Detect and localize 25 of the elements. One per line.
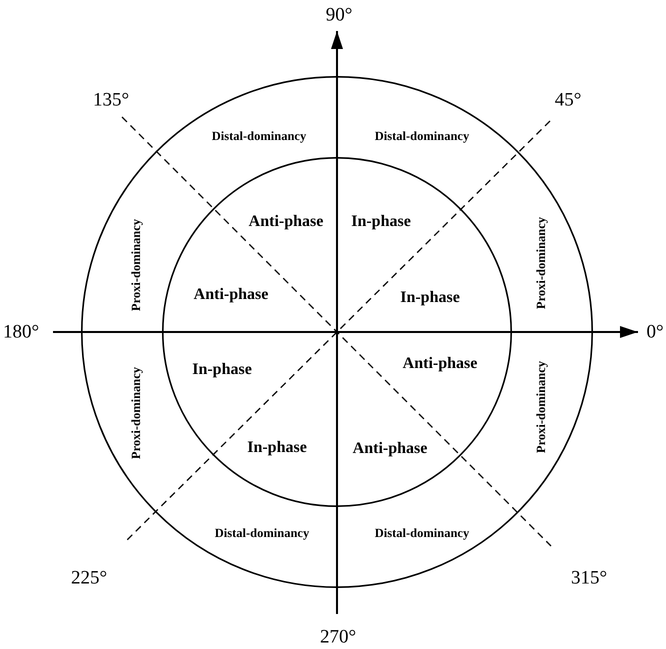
phase-label: Anti-phase	[248, 214, 324, 230]
ring-label: Proxi-dominancy	[534, 360, 548, 454]
phase-label: Anti-phase	[402, 356, 478, 372]
ring-label: Proxi-dominancy	[534, 216, 548, 310]
ring-label: Distal-dominancy	[374, 526, 470, 540]
angle-label: 0°	[646, 322, 664, 342]
phase-label: Anti-phase	[194, 287, 268, 303]
phase-label: In-phase	[192, 362, 252, 378]
angle-label: 270°	[320, 628, 356, 646]
angle-label: 180°	[2, 322, 40, 342]
angle-label: 135°	[92, 90, 130, 110]
angle-label: 45°	[554, 90, 582, 110]
ring-label: Distal-dominancy	[214, 526, 310, 540]
phase-label: In-phase	[247, 440, 307, 456]
ring-label: Distal-dominancy	[374, 130, 470, 142]
inner-circle	[162, 157, 512, 507]
angle-label: 315°	[570, 568, 608, 588]
phase-label: In-phase	[351, 214, 411, 230]
phase-label: Anti-phase	[352, 441, 428, 457]
angle-label: 90°	[326, 6, 352, 24]
ring-label: Proxi-dominancy	[130, 218, 142, 312]
phase-label: In-phase	[400, 290, 460, 306]
ring-label: Proxi-dominancy	[130, 366, 142, 460]
ring-label: Distal-dominancy	[212, 130, 306, 142]
angle-label: 225°	[70, 568, 108, 588]
